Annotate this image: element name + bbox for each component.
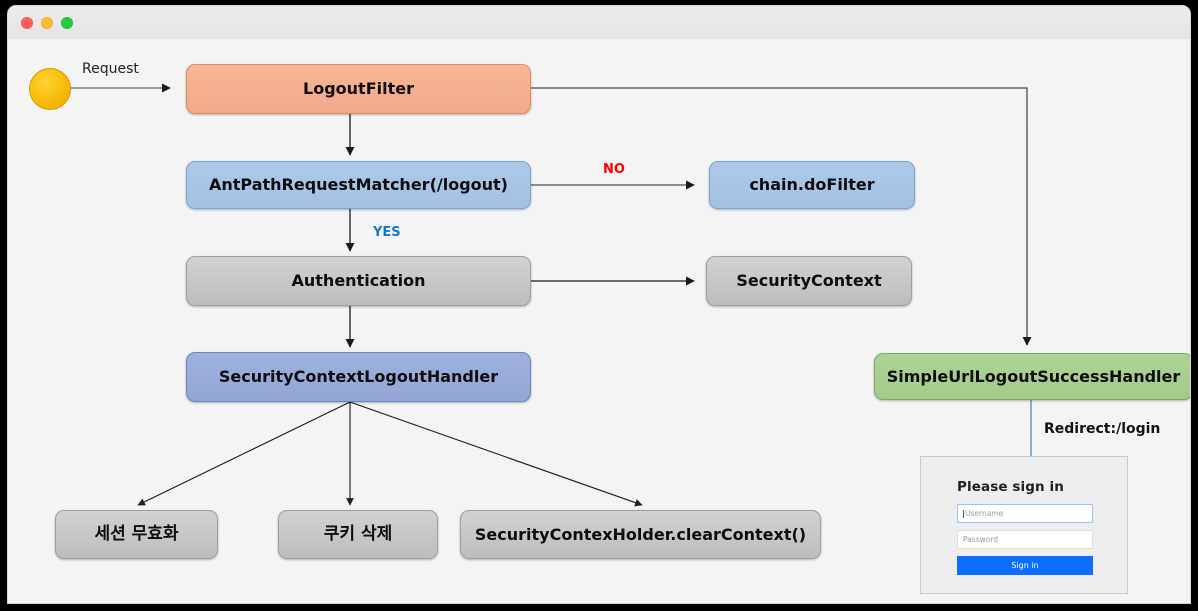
node-label: 쿠키 삭제 [323,524,393,545]
node-authentication[interactable]: Authentication [186,256,531,306]
node-label: AntPathRequestMatcher(/logout) [208,175,508,195]
node-label: SecurityContexHolder.clearContext() [474,524,807,544]
node-logout-filter[interactable]: LogoutFilter [186,64,531,114]
node-label: SimpleUrlLogoutSuccessHandler [886,366,1181,386]
login-form: Please sign in Username Password Sign in [957,479,1093,575]
minimize-window-button[interactable] [41,17,53,29]
node-clear-context[interactable]: SecurityContexHolder.clearContext() [460,510,821,559]
text-caret [963,509,964,518]
node-session-invalidate[interactable]: 세션 무효화 [55,510,218,559]
node-security-context-logout-handler[interactable]: SecurityContextLogoutHandler [186,352,531,402]
node-simple-url-logout-success-handler[interactable]: SimpleUrlLogoutSuccessHandler [874,353,1190,400]
node-label: SecurityContextLogoutHandler [218,367,499,387]
username-placeholder: Username [965,509,1004,518]
node-label: 세션 무효화 [94,524,179,545]
password-placeholder: Password [963,535,999,544]
edge-label-redirect: Redirect:/login [1044,421,1161,437]
node-chain-dofilter[interactable]: chain.doFilter [709,161,915,209]
node-cookie-delete[interactable]: 쿠키 삭제 [278,510,438,559]
sign-in-button[interactable]: Sign in [957,556,1093,575]
start-node [29,68,71,110]
diagram-canvas: Request LogoutFilter AntPathRequestMatch… [8,39,1190,603]
node-label: SecurityContext [736,271,882,291]
login-preview-card: Please sign in Username Password Sign in [920,456,1128,594]
traffic-lights [21,17,73,29]
username-input[interactable]: Username [957,504,1093,523]
node-ant-path-request-matcher[interactable]: AntPathRequestMatcher(/logout) [186,161,531,209]
node-security-context[interactable]: SecurityContext [706,256,912,306]
edge-label-yes: YES [373,225,401,240]
close-window-button[interactable] [21,17,33,29]
window-titlebar [8,6,1190,40]
edge-label-no: NO [603,162,625,177]
login-title: Please sign in [957,479,1064,495]
node-label: chain.doFilter [749,175,875,195]
node-label: LogoutFilter [303,79,414,99]
maximize-window-button[interactable] [61,17,73,29]
app-window: Request LogoutFilter AntPathRequestMatch… [8,6,1190,603]
password-input[interactable]: Password [957,530,1093,549]
node-label: Authentication [291,271,426,291]
edge-label-request: Request [82,61,139,77]
